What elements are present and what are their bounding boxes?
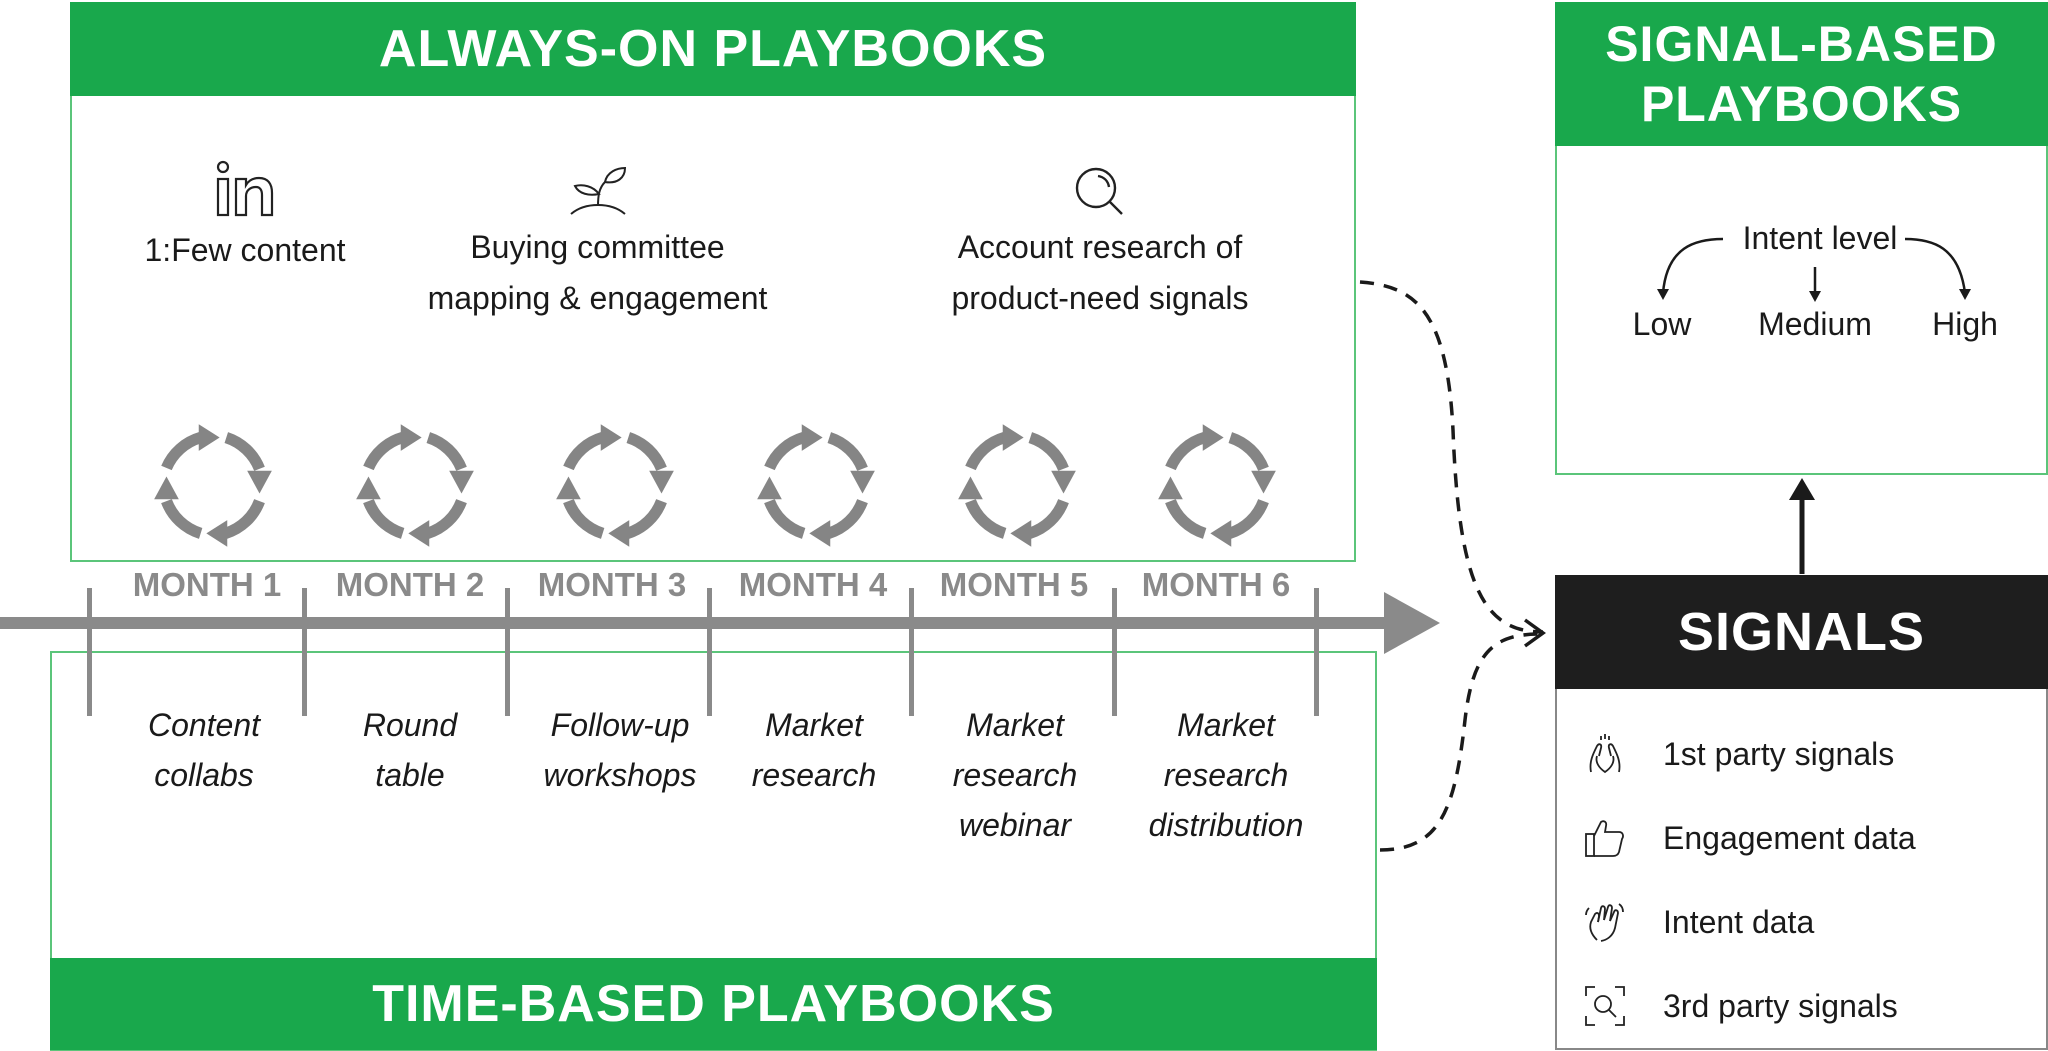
activity-month-5: Market research webinar	[952, 707, 1078, 843]
signal-based-header: SIGNAL-BASED PLAYBOOKS	[1555, 2, 2048, 146]
signal-item-label: 3rd party signals	[1663, 987, 1898, 1024]
timeline-arrowhead	[1384, 592, 1440, 654]
linkedin-icon	[216, 160, 274, 217]
intent-level-high: High	[1932, 306, 1998, 342]
signal-item-label: Engagement data	[1663, 819, 1916, 856]
month-label-4: MONTH 4	[738, 566, 888, 603]
clapping-hands-icon	[1589, 734, 1621, 774]
cycle-icon-month-6	[1142, 410, 1292, 560]
activity-month-4: Market research	[751, 707, 877, 793]
signal-based-title-line1: SIGNAL-BASED	[1605, 16, 1998, 72]
dashed-connectors	[1359, 280, 1546, 852]
always-on-item-1: 1:Few content	[120, 155, 370, 276]
always-on-item-2: Buying committee mapping & engagement	[395, 162, 800, 324]
signal-item-label: 1st party signals	[1663, 735, 1895, 772]
month-label-6: MONTH 6	[1141, 566, 1291, 603]
activity-month-3: Follow-up workshops	[543, 707, 697, 793]
always-on-item-label: Account research of product-need signals	[951, 229, 1249, 316]
cycle-icon-month-4	[741, 410, 891, 560]
timeline-tick	[909, 588, 914, 716]
always-on-item-label: 1:Few content	[144, 232, 346, 268]
cycle-icon-month-2	[340, 410, 490, 560]
timeline-tick	[87, 588, 92, 716]
always-on-title: ALWAYS-ON PLAYBOOKS	[378, 20, 1048, 78]
timeline-tick	[505, 588, 510, 716]
connector-time-based-to-signals	[1379, 632, 1542, 852]
timeline-tick	[302, 588, 307, 716]
activity-month-2: Round table	[362, 707, 458, 793]
signal-item-3: Intent data	[1583, 900, 1814, 944]
month-label-3: MONTH 3	[537, 566, 687, 603]
signal-item-1: 1st party signals	[1583, 732, 1894, 776]
waving-hand-icon	[1585, 903, 1624, 942]
timeline-tick	[1112, 588, 1117, 716]
cycle-icon-month-3	[540, 410, 690, 560]
always-on-header: ALWAYS-ON PLAYBOOKS	[70, 2, 1356, 96]
magnifier-icon	[1075, 167, 1123, 215]
time-based-title: TIME-BASED PLAYBOOKS	[372, 975, 1055, 1033]
timeline-tick	[707, 588, 712, 716]
intent-level-low: Low	[1632, 306, 1692, 342]
thumbs-up-icon	[1585, 820, 1624, 857]
activity-month-1: Content collabs	[147, 707, 261, 793]
sprout-icon	[569, 166, 626, 215]
signals-header: SIGNALS	[1555, 575, 2048, 689]
cycle-icon-month-1	[138, 410, 288, 560]
intent-level-medium: Medium	[1758, 306, 1872, 342]
month-label-1: MONTH 1	[132, 566, 282, 603]
timeline-tick	[1314, 588, 1319, 716]
signal-based-title-line2: PLAYBOOKS	[1640, 76, 1963, 132]
intent-level-arrows	[1657, 237, 1971, 302]
always-on-item-label: Buying committee mapping & engagement	[427, 229, 768, 316]
scan-search-icon	[1585, 986, 1625, 1026]
month-label-5: MONTH 5	[939, 566, 1089, 603]
cycle-icon-month-5	[942, 410, 1092, 560]
month-label-2: MONTH 2	[335, 566, 485, 603]
signal-item-2: Engagement data	[1583, 816, 1916, 860]
always-on-item-3: Account research of product-need signals	[900, 162, 1300, 324]
connector-always-on-to-signals	[1359, 280, 1544, 634]
activity-month-6: Market research distribution	[1148, 707, 1304, 843]
signals-title: SIGNALS	[1677, 602, 1926, 662]
signal-item-label: Intent data	[1663, 903, 1815, 940]
intent-level-label: Intent level	[1742, 220, 1898, 256]
timeline-axis	[0, 617, 1395, 629]
signals-to-signal-based-arrow	[1789, 478, 1815, 574]
time-based-header: TIME-BASED PLAYBOOKS	[50, 958, 1377, 1050]
signal-item-4: 3rd party signals	[1583, 984, 1898, 1028]
